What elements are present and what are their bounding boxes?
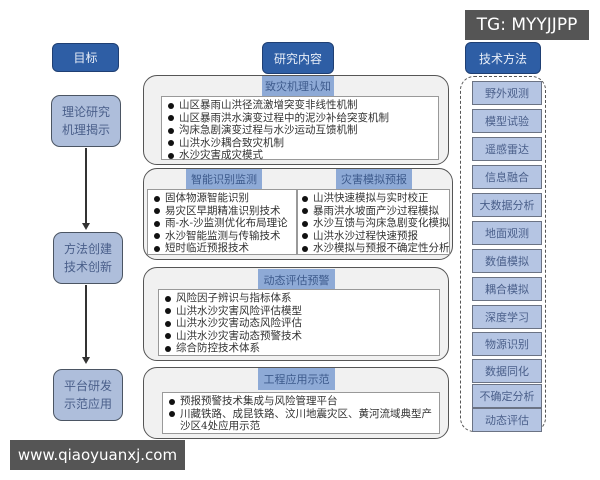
arrow-down-icon: [81, 223, 90, 230]
method-label: 动态评估: [485, 414, 529, 427]
section-title-mechanism: 致灾机理认知: [262, 76, 334, 96]
method-uncertainty-analysis: 不确定分析: [472, 384, 542, 408]
list-simulation: 山洪快速模拟与实时校正 暴雨洪水坡面产沙过程模拟 水沙互馈与沟床急剧变化模拟 山…: [297, 189, 450, 255]
list-item: 综合防控技术体系: [165, 342, 435, 355]
method-label: 模型试验: [485, 115, 529, 128]
list-item: 水沙灾害成灾模式: [168, 149, 434, 162]
goal-platform-line1: 平台研发: [63, 379, 112, 393]
method-label: 数值模拟: [485, 255, 529, 268]
method-deep-learning: 深度学习: [472, 305, 542, 329]
section-title-assessment-label: 动态评估预警: [263, 273, 330, 287]
method-dynamic-assessment: 动态评估: [472, 408, 542, 432]
method-label: 地面观测: [485, 227, 529, 240]
goal-header-label: 目标: [73, 51, 98, 65]
method-model-test: 模型试验: [472, 109, 542, 133]
list-item: 沟床急剧演变过程与水沙运动互馈机制: [168, 124, 434, 137]
method-field-observation: 野外观测: [472, 81, 542, 105]
list-item: 水沙互馈与沟床急剧变化模拟: [302, 217, 450, 230]
methods-header: 技术方法: [465, 42, 541, 74]
list-item: 山洪水沙灾害动态风险评估: [165, 317, 435, 330]
list-item: 水沙智能监测与传输技术: [154, 230, 292, 243]
list-item: 短时临近预报技术: [154, 242, 292, 255]
list-item: 山区暴雨山洪径流激增突变非线性机制: [168, 99, 434, 112]
section-title-mechanism-label: 致灾机理认知: [265, 80, 331, 93]
method-info-fusion: 信息融合: [472, 165, 542, 189]
method-label: 信息融合: [485, 171, 529, 184]
list-item: 山洪水沙耦合致灾机制: [168, 137, 434, 150]
list-item: 固体物源智能识别: [154, 192, 292, 205]
watermark-bottom-left-text: www.qiaoyuanxj.com: [17, 446, 178, 464]
section-title-application-label: 工程应用示范: [263, 373, 330, 386]
list-assessment: 风险因子辨识与指标体系 山洪水沙灾害风险评估模型 山洪水沙灾害动态风险评估 山洪…: [158, 289, 440, 356]
method-big-data: 大数据分析: [472, 193, 542, 217]
list-monitoring: 固体物源智能识别 易灾区早期精准识别技术 雨-水-沙监测优化布局理论 水沙智能监…: [147, 189, 297, 255]
method-data-assimilation: 数据同化: [472, 359, 542, 383]
method-numerical-sim: 数值模拟: [472, 249, 542, 273]
connector-line-2: [85, 285, 87, 358]
section-title-application: 工程应用示范: [258, 368, 335, 390]
section-title-assessment: 动态评估预警: [258, 269, 335, 290]
watermark-bottom-left: www.qiaoyuanxj.com: [10, 440, 185, 470]
list-application: 预报预警技术集成与风险管理平台 川藏铁路、成昆铁路、汶川地震灾区、黄河流域典型产…: [162, 392, 440, 434]
method-label: 深度学习: [485, 311, 529, 324]
list-item: 预报预警技术集成与风险管理平台: [169, 395, 435, 408]
list-item: 易灾区早期精准识别技术: [154, 205, 292, 218]
goal-method-line2: 技术创新: [63, 260, 112, 274]
watermark-top-right-text: TG: MYYJJPP: [476, 15, 578, 35]
method-ground-observation: 地面观测: [472, 221, 542, 245]
method-remote-sensing: 遥感雷达: [472, 137, 542, 161]
goal-method: 方法创建 技术创新: [53, 232, 123, 284]
goal-theory-line2: 机理揭示: [61, 123, 110, 137]
goal-header: 目标: [52, 43, 119, 72]
connector-line-1: [85, 148, 87, 224]
method-label: 数据同化: [485, 365, 529, 378]
list-item: 雨-水-沙监测优化布局理论: [154, 217, 292, 230]
method-label: 物源识别: [485, 338, 529, 351]
goal-platform: 平台研发 示范应用: [53, 369, 123, 421]
watermark-top-right: TG: MYYJJPP: [465, 10, 589, 40]
list-item: 水沙模拟与预报不确定性分析: [302, 242, 450, 255]
method-label: 大数据分析: [479, 199, 535, 212]
section-title-simulation-label: 灾害模拟预报: [341, 173, 407, 186]
method-coupled-sim: 耦合模拟: [472, 277, 542, 301]
list-item: 川藏铁路、成昆铁路、汶川地震灾区、黄河流域典型产沙区4处应用示范: [169, 408, 435, 433]
list-item: 暴雨洪水坡面产沙过程模拟: [302, 205, 447, 218]
goal-platform-line2: 示范应用: [63, 397, 112, 411]
section-title-monitoring: 智能识别监测: [186, 169, 262, 189]
section-title-monitoring-label: 智能识别监测: [191, 173, 257, 186]
research-header: 研究内容: [262, 42, 334, 74]
methods-header-label: 技术方法: [478, 51, 527, 66]
list-mechanism: 山区暴雨山洪径流激增突变非线性机制 山区暴雨洪水演变过程中的泥沙补给突变机制 沟…: [161, 96, 439, 162]
goal-theory: 理论研究 机理揭示: [51, 95, 121, 147]
list-item: 山洪水沙过程快速预报: [302, 230, 447, 243]
goal-theory-line1: 理论研究: [61, 105, 110, 119]
method-label: 野外观测: [485, 87, 529, 100]
method-label: 遥感雷达: [485, 143, 529, 156]
method-label: 耦合模拟: [485, 283, 529, 296]
list-item: 山区暴雨洪水演变过程中的泥沙补给突变机制: [168, 112, 434, 125]
section-title-simulation: 灾害模拟预报: [336, 169, 412, 189]
goal-method-line1: 方法创建: [63, 242, 112, 256]
list-item: 山洪水沙灾害风险评估模型: [165, 305, 435, 318]
research-header-label: 研究内容: [273, 51, 322, 66]
list-item: 山洪水沙灾害动态预警技术: [165, 330, 435, 343]
list-item: 山洪快速模拟与实时校正: [302, 192, 447, 205]
list-item: 风险因子辨识与指标体系: [165, 292, 435, 305]
methods-group: 野外观测 模型试验 遥感雷达 信息融合 大数据分析 地面观测 数值模拟 耦合模拟…: [460, 76, 546, 432]
arrow-down-icon: [81, 357, 90, 364]
method-source-identification: 物源识别: [472, 332, 542, 356]
method-label: 不确定分析: [479, 390, 535, 403]
